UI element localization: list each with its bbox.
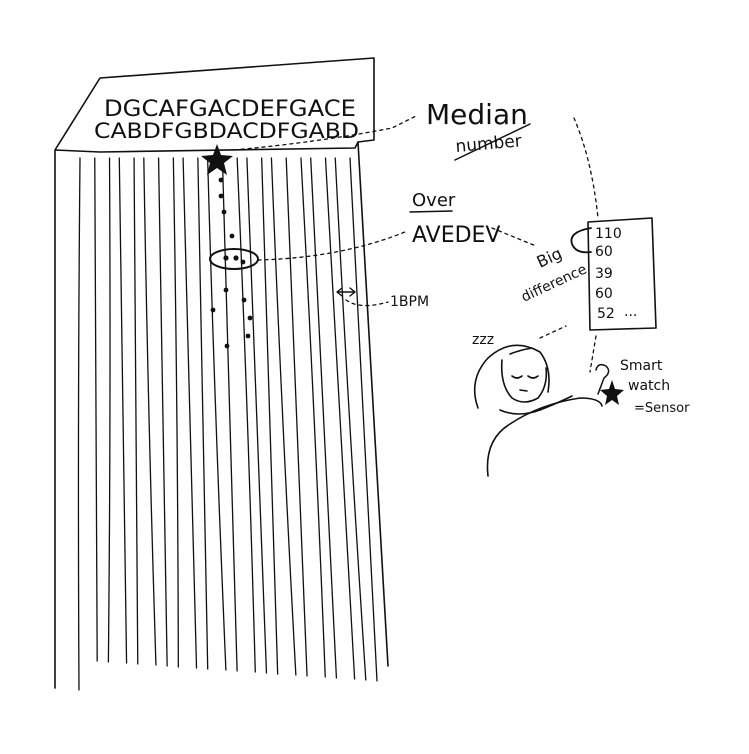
person-to-card-connector [539, 325, 567, 339]
sheet-column-line [334, 157, 367, 681]
tall-sheet [54, 57, 389, 691]
sheet-letters-row1: DGCAFGACDEFGACE [104, 97, 356, 122]
watch-connector [589, 335, 597, 373]
sheet-letters-row2: CABDFGBDACDFGABD [94, 119, 359, 143]
sheet-column-line [300, 157, 326, 678]
sheet-column-line [182, 157, 198, 669]
card-top-connector [573, 117, 599, 219]
sheet-column-line [157, 157, 168, 667]
reading-more: ... [624, 304, 637, 320]
readings-card: 110 60 39 60 52 ... [570, 217, 657, 331]
sleeping-person-icon [473, 344, 603, 477]
sheet-column-line [206, 157, 227, 671]
sheet-columns [77, 157, 378, 691]
sheet-column-line [324, 157, 356, 680]
sheet-column-line [310, 157, 338, 679]
avedev-to-card-connector [491, 227, 537, 247]
smartwatch-icon [595, 363, 624, 405]
difference-label: difference [519, 261, 589, 305]
median-dots [210, 177, 253, 349]
reading-2: 60 [595, 244, 613, 260]
reading-4: 60 [595, 286, 613, 302]
big-label: Big [534, 244, 565, 272]
avedev-label: AVEDEV [412, 223, 500, 248]
zzz-label: zzz [472, 332, 494, 348]
median-connector [233, 115, 417, 151]
watch-label: watch [628, 378, 670, 394]
reading-5: 52 [597, 306, 615, 322]
sheet-column-line [285, 157, 308, 677]
sheet-column-line [236, 157, 256, 673]
sheet-column-line [221, 157, 238, 672]
sheet-column-line [77, 157, 81, 691]
sheet-column-line [172, 157, 179, 668]
bpm-arrow [336, 287, 356, 297]
sheet-column-line [270, 157, 297, 676]
sheet-column-line [143, 157, 157, 666]
reading-3: 39 [595, 266, 613, 282]
sheet-column-line [94, 157, 98, 662]
avedev-ellipse [209, 248, 259, 270]
sheet-column-line [118, 157, 128, 664]
smart-label: Smart [620, 358, 663, 374]
sheet-column-line [107, 157, 111, 663]
over-label: Over [412, 190, 456, 211]
over-underline [409, 210, 453, 213]
sheet-outline [54, 57, 389, 689]
sheet-column-line [246, 157, 268, 674]
avedev-connector [257, 231, 406, 261]
sheet-column-line [261, 157, 279, 675]
sheet-column-line [197, 157, 209, 670]
median-label: Median [426, 98, 528, 131]
sheet-column-line [349, 157, 378, 682]
star-icon [201, 144, 233, 175]
sensor-label: =Sensor [634, 401, 690, 416]
bpm-label: 1BPM [390, 294, 429, 310]
reading-1: 110 [595, 226, 622, 242]
median-underline [454, 123, 531, 161]
bpm-connector [345, 299, 389, 307]
sheet-column-line [133, 157, 139, 665]
card-bracket [570, 227, 592, 254]
